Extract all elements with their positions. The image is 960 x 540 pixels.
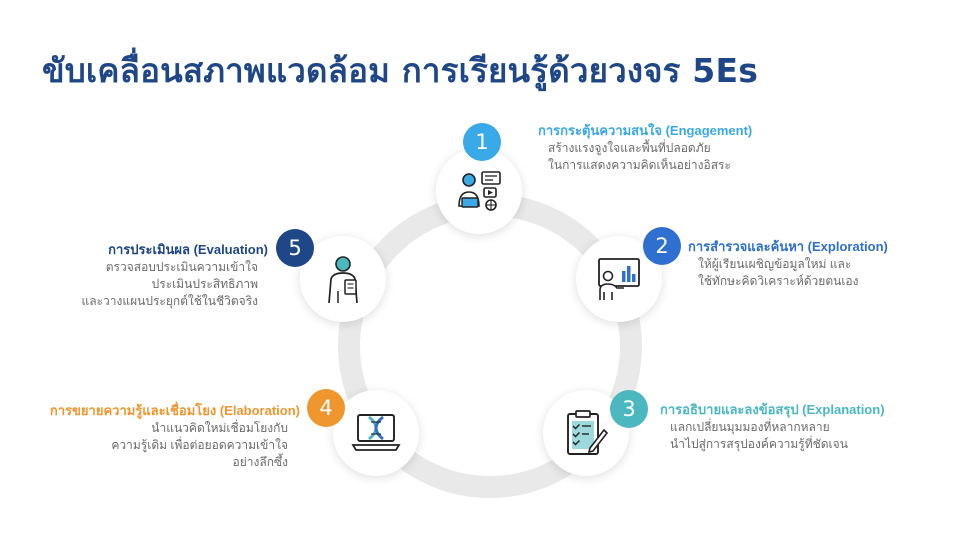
laptop-dna-icon — [351, 414, 401, 451]
step-2-line-2: ใช้ทักษะคิดวิเคราะห์ด้วยตนเอง — [698, 274, 859, 288]
step-2-number-badge: 2 — [643, 227, 681, 265]
page-title: ขับเคลื่อนสภาพแวดล้อม การเรียนรู้ด้วยวงจ… — [42, 51, 759, 90]
step-4-number-badge: 4 — [307, 389, 345, 427]
step-3-number-badge: 3 — [610, 390, 648, 428]
step-3-node[interactable] — [543, 390, 629, 476]
step-2-label: การสำรวจและค้นหา (Exploration) ให้ผู้เรี… — [688, 238, 888, 290]
step-1-line-2: ในการแสดงความคิดเห็นอย่างอิสระ — [548, 158, 731, 172]
step-4-heading: การขยายความรู้และเชื่อมโยง (Elaboration) — [49, 403, 300, 418]
step-5-number-badge: 5 — [276, 229, 314, 267]
step-4-line-2: ความรู้เดิม เพื่อต่อยอดความเข้าใจ — [111, 438, 288, 452]
step-2-heading: การสำรวจและค้นหา (Exploration) — [688, 239, 888, 254]
step-4-node[interactable] — [333, 390, 419, 476]
step-1-heading: การกระตุ้นความสนใจ (Engagement) — [538, 123, 753, 138]
learner-with-devices-icon — [458, 171, 501, 211]
presentation-board-icon — [598, 258, 640, 300]
step-4-line-1: นำแนวคิดใหม่เชื่อมโยงกับ — [151, 421, 288, 435]
step-1-line-1: สร้างแรงจูงใจและพื้นที่ปลอดภัย — [548, 141, 711, 155]
teacher-with-clipboard-icon — [328, 256, 358, 304]
step-3-line-1: แลกเปลี่ยนมุมมองที่หลากหลาย — [670, 420, 830, 434]
step-1-number-badge: 1 — [463, 123, 501, 161]
step-5-label: การประเมินผล (Evaluation) ตรวจสอบประเมิน… — [81, 241, 268, 310]
step-4-label: การขยายความรู้และเชื่อมโยง (Elaboration)… — [50, 402, 300, 471]
step-5-line-1: ตรวจสอบประเมินความเข้าใจ — [105, 260, 258, 274]
step-5-node[interactable] — [300, 236, 386, 322]
step-5-line-2: ประเมินประสิทธิภาพ — [151, 277, 258, 291]
step-3-label: การอธิบายและลงข้อสรุป (Explanation) แลกเ… — [660, 401, 885, 453]
step-5-heading: การประเมินผล (Evaluation) — [108, 242, 268, 257]
step-1-label: การกระตุ้นความสนใจ (Engagement) สร้างแรง… — [538, 122, 752, 174]
step-3-line-2: นำไปสู่การสรุปองค์ความรู้ที่ชัดเจน — [670, 437, 848, 451]
step-4-line-3: อย่างลึกซึ้ง — [232, 455, 288, 469]
step-1-node[interactable] — [436, 148, 522, 234]
clipboard-checklist-icon — [567, 410, 609, 455]
step-2-line-1: ให้ผู้เรียนเผชิญข้อมูลใหม่ และ — [698, 257, 852, 271]
step-3-heading: การอธิบายและลงข้อสรุป (Explanation) — [660, 402, 885, 417]
step-5-line-3: และวางแผนประยุกต์ใช้ในชีวิตจริง — [81, 294, 258, 308]
